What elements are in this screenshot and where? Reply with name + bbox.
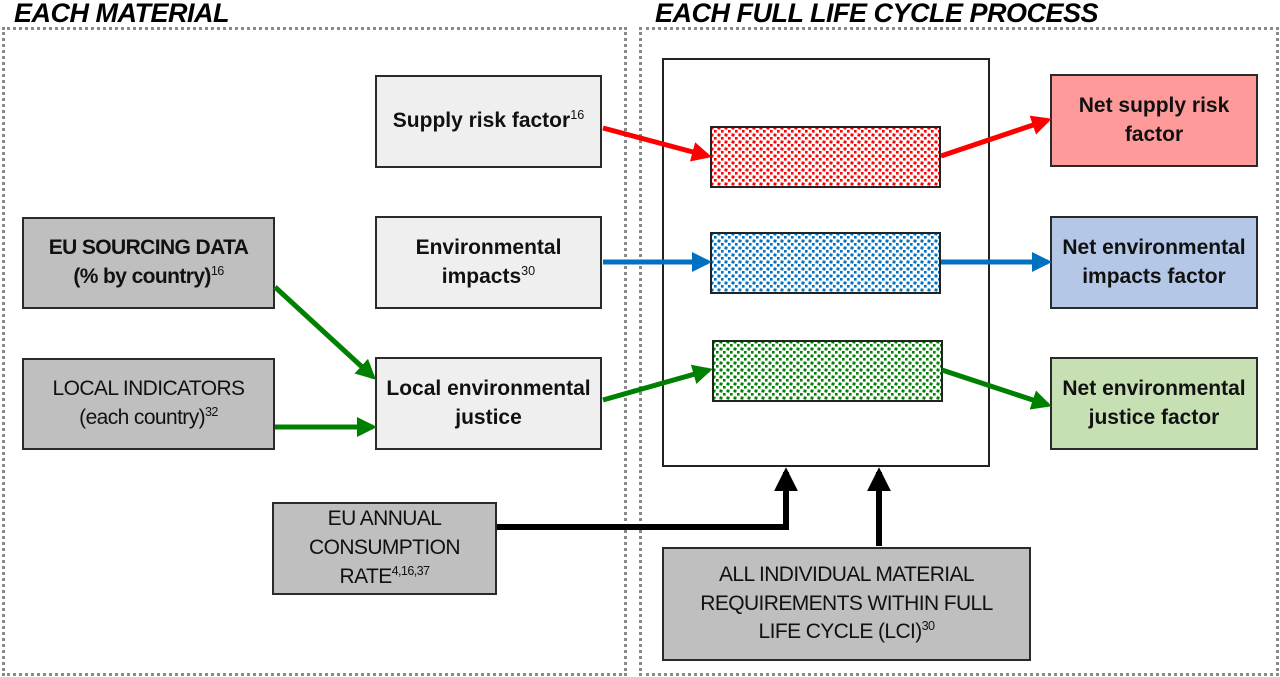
net-environmental-impacts-factor-box: Net environmental impacts factor	[1050, 216, 1258, 309]
lci-ref: 30	[921, 619, 935, 634]
net-supply-line2: factor	[1124, 122, 1184, 146]
env-impacts-ref: 30	[521, 263, 536, 278]
local-indicators-line2: (each country)	[79, 406, 205, 429]
net-supply-line1: Net supply risk	[1078, 93, 1230, 117]
local-justice-line1: Local environmental	[386, 376, 591, 400]
panel-each-process	[639, 27, 1279, 676]
section-title-each-process: EACH FULL LIFE CYCLE PROCESS	[655, 0, 1099, 28]
eu-consumption-ref: 4,16,37	[391, 563, 430, 578]
env-impacts-line2-wrap: impacts30	[416, 263, 562, 292]
environmental-justice-process-bar	[712, 340, 943, 402]
local-indicators-ref: 32	[205, 404, 218, 419]
lci-material-requirements-box: ALL INDIVIDUAL MATERIAL REQUIREMENTS WIT…	[662, 547, 1031, 661]
env-impacts-line2: impacts	[441, 264, 522, 288]
net-env-line2: impacts factor	[1082, 264, 1226, 288]
eu-consumption-line2: RATE	[339, 564, 393, 588]
supply-risk-label: Supply risk factor	[392, 109, 571, 133]
net-justice-line2: justice factor	[1088, 405, 1220, 429]
local-indicators-line1: LOCAL INDICATORS	[52, 377, 245, 401]
environmental-impacts-box: Environmental impacts30	[375, 216, 602, 309]
net-justice-line1: Net environmental	[1062, 376, 1246, 400]
eu-sourcing-line2: (% by country)	[73, 265, 211, 288]
local-justice-line2: justice	[455, 405, 522, 429]
eu-sourcing-line1: EU SOURCING DATA	[48, 236, 249, 260]
net-environmental-justice-factor-box: Net environmental justice factor	[1050, 357, 1258, 450]
eu-sourcing-ref: 16	[210, 263, 224, 278]
section-title-each-material: EACH MATERIAL	[14, 0, 229, 28]
panel-each-material	[2, 27, 627, 676]
net-supply-risk-factor-box: Net supply risk factor	[1050, 74, 1258, 167]
eu-sourcing-line2-wrap: (% by country)16	[49, 263, 249, 292]
lci-line3-wrap: LIFE CYCLE (LCI)30	[700, 618, 992, 647]
lci-line2: REQUIREMENTS WITHIN FULL	[700, 591, 993, 615]
eu-consumption-line2-wrap: RATE4,16,37	[274, 563, 495, 592]
local-environmental-justice-box: Local environmental justice	[375, 357, 602, 450]
supply-risk-ref: 16	[570, 107, 585, 122]
local-indicators-box: LOCAL INDICATORS (each country)32	[22, 358, 275, 450]
eu-annual-consumption-rate-box: EU ANNUAL CONSUMPTION RATE4,16,37	[272, 502, 497, 595]
eu-consumption-line1: EU ANNUAL CONSUMPTION	[309, 507, 461, 560]
lci-line1: ALL INDIVIDUAL MATERIAL	[718, 562, 975, 586]
supply-risk-process-bar	[710, 126, 941, 188]
eu-sourcing-data-box: EU SOURCING DATA (% by country)16	[22, 217, 275, 309]
net-env-line1: Net environmental	[1062, 235, 1246, 259]
lci-line3: LIFE CYCLE (LCI)	[758, 620, 923, 644]
local-indicators-line2-wrap: (each country)32	[53, 404, 245, 433]
supply-risk-factor-box: Supply risk factor16	[375, 75, 602, 168]
supply-risk-wrap: Supply risk factor16	[393, 107, 584, 136]
env-impacts-line1: Environmental	[415, 235, 562, 259]
environmental-impacts-process-bar	[710, 232, 941, 294]
